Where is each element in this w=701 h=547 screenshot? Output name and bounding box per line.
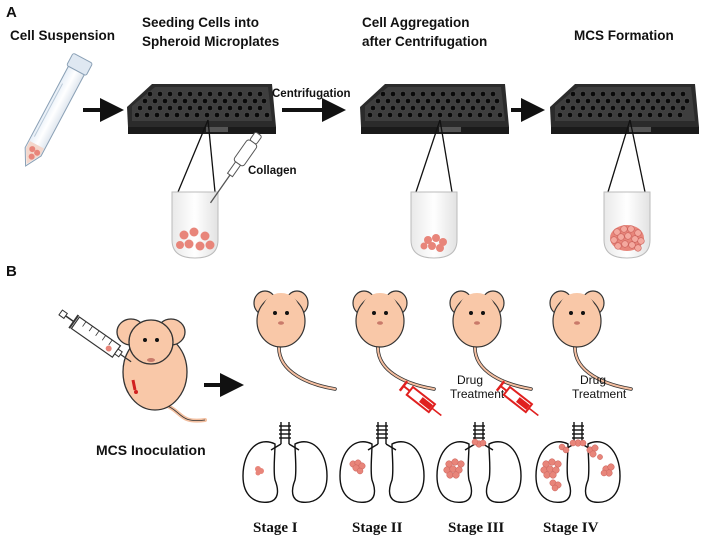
well-vial-3 [603, 191, 651, 259]
mcs-inoculation-label: MCS Inoculation [96, 442, 206, 458]
drug-treatment-label-1-line2: Treatment [450, 387, 505, 401]
mouse-stage-4 [549, 290, 633, 391]
zoom-line-1a [177, 119, 209, 193]
zoom-line-2b [439, 119, 453, 193]
pipette-icon [209, 132, 262, 204]
stage-label-3: Stage III [448, 520, 504, 536]
mouse-stage-3 [449, 290, 533, 391]
drug-treatment-label-1-line1: Drug [457, 373, 483, 387]
zoom-line-2a [415, 119, 441, 193]
stage-label-4: Stage IV [543, 520, 599, 536]
step-label-seeding-line2: Spheroid Microplates [142, 34, 279, 49]
mouse-stage-1 [253, 290, 337, 391]
stage-label-2: Stage II [352, 520, 403, 536]
microplate-1 [127, 84, 276, 134]
lungs-stage-4 [535, 422, 621, 503]
zoom-line-3a [607, 119, 631, 193]
step-label-aggregation-line2: after Centrifugation [362, 34, 487, 49]
microplate-3 [550, 84, 699, 134]
lungs-stage-3 [436, 422, 522, 503]
centrifugation-label: Centrifugation [272, 88, 351, 100]
lungs-stage-2 [339, 422, 425, 503]
drug-syringe-icon-1 [398, 380, 442, 417]
collagen-label: Collagen [248, 165, 297, 177]
lungs-stage-1 [242, 422, 328, 503]
drug-treatment-label-2-line2: Treatment [572, 387, 627, 401]
step-label-aggregation-line1: Cell Aggregation [362, 15, 470, 30]
microplate-2 [360, 84, 509, 134]
stage-label-1: Stage I [253, 520, 298, 536]
step-label-mcs-formation: MCS Formation [574, 28, 674, 43]
mouse-inoculation [116, 318, 207, 423]
centrifuge-tube-icon [24, 53, 93, 167]
drug-syringe-icon-2 [495, 380, 539, 417]
syringe-icon [58, 309, 132, 363]
zoom-line-1b [207, 119, 216, 193]
well-vial-1 [171, 191, 219, 259]
panel-b-letter: B [6, 263, 17, 280]
zoom-line-3b [629, 119, 646, 193]
step-label-cell-suspension: Cell Suspension [10, 28, 115, 43]
step-label-seeding-line1: Seeding Cells into [142, 15, 259, 30]
mouse-stage-2 [352, 290, 436, 391]
panel-a-letter: A [6, 4, 17, 21]
well-vial-2 [410, 191, 458, 259]
drug-treatment-label-2-line1: Drug [580, 373, 606, 387]
